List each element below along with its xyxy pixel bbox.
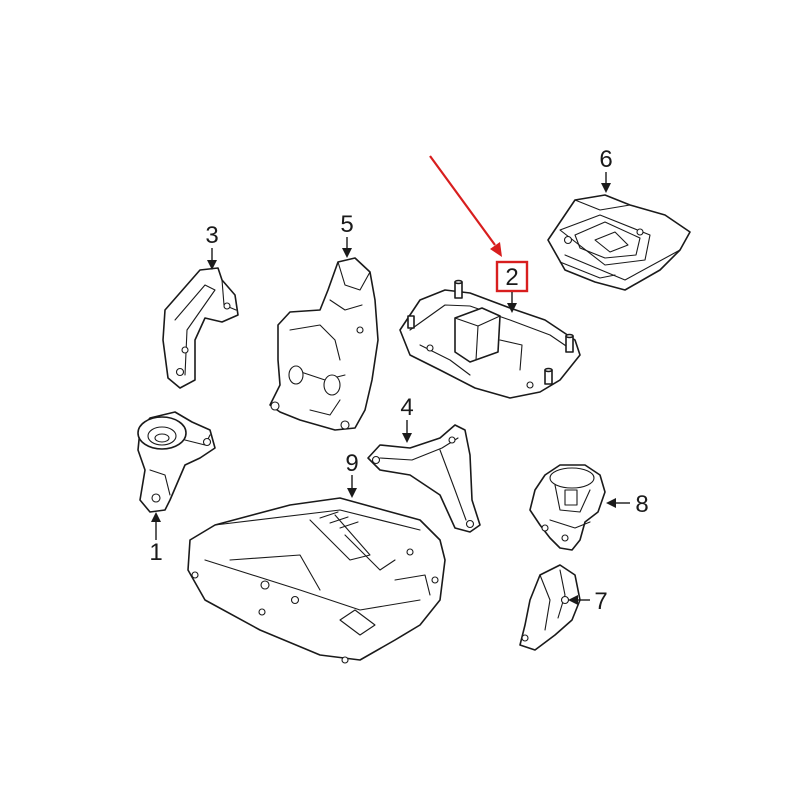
part-8-rear-mount [529, 464, 606, 551]
part-1-mount [137, 411, 216, 513]
part-4-bracket [367, 424, 481, 533]
callout-label-9: 9 [345, 450, 358, 477]
callout-4: 4 [400, 394, 414, 443]
part-3-bracket [162, 267, 239, 389]
callout-2-highlight-box [495, 260, 529, 293]
callout-9: 9 [345, 450, 359, 498]
callout-8: 8 [606, 491, 649, 518]
callout-6: 6 [599, 146, 613, 193]
callout-label-1: 1 [149, 539, 162, 566]
callout-label-5: 5 [340, 211, 353, 238]
callout-label-3: 3 [205, 222, 218, 249]
callout-5: 5 [340, 211, 354, 258]
red-pointer-arrow [429, 155, 502, 257]
part-9-shield [187, 497, 446, 664]
part-7-lower-bracket [519, 564, 581, 651]
callout-2: 2 [495, 260, 529, 313]
callout-label-7: 7 [594, 588, 607, 615]
callout-3: 3 [205, 222, 219, 270]
part-6-plate [547, 194, 691, 291]
part-2-transmission-mount [399, 279, 581, 399]
callout-label-6: 6 [599, 146, 612, 173]
part-5-mount-bracket [269, 257, 379, 431]
callout-label-4: 4 [400, 394, 413, 421]
callout-label-8: 8 [635, 491, 648, 518]
callout-7: 7 [568, 588, 608, 615]
callout-1: 1 [149, 512, 163, 566]
callout-label-2: 2 [505, 264, 518, 291]
